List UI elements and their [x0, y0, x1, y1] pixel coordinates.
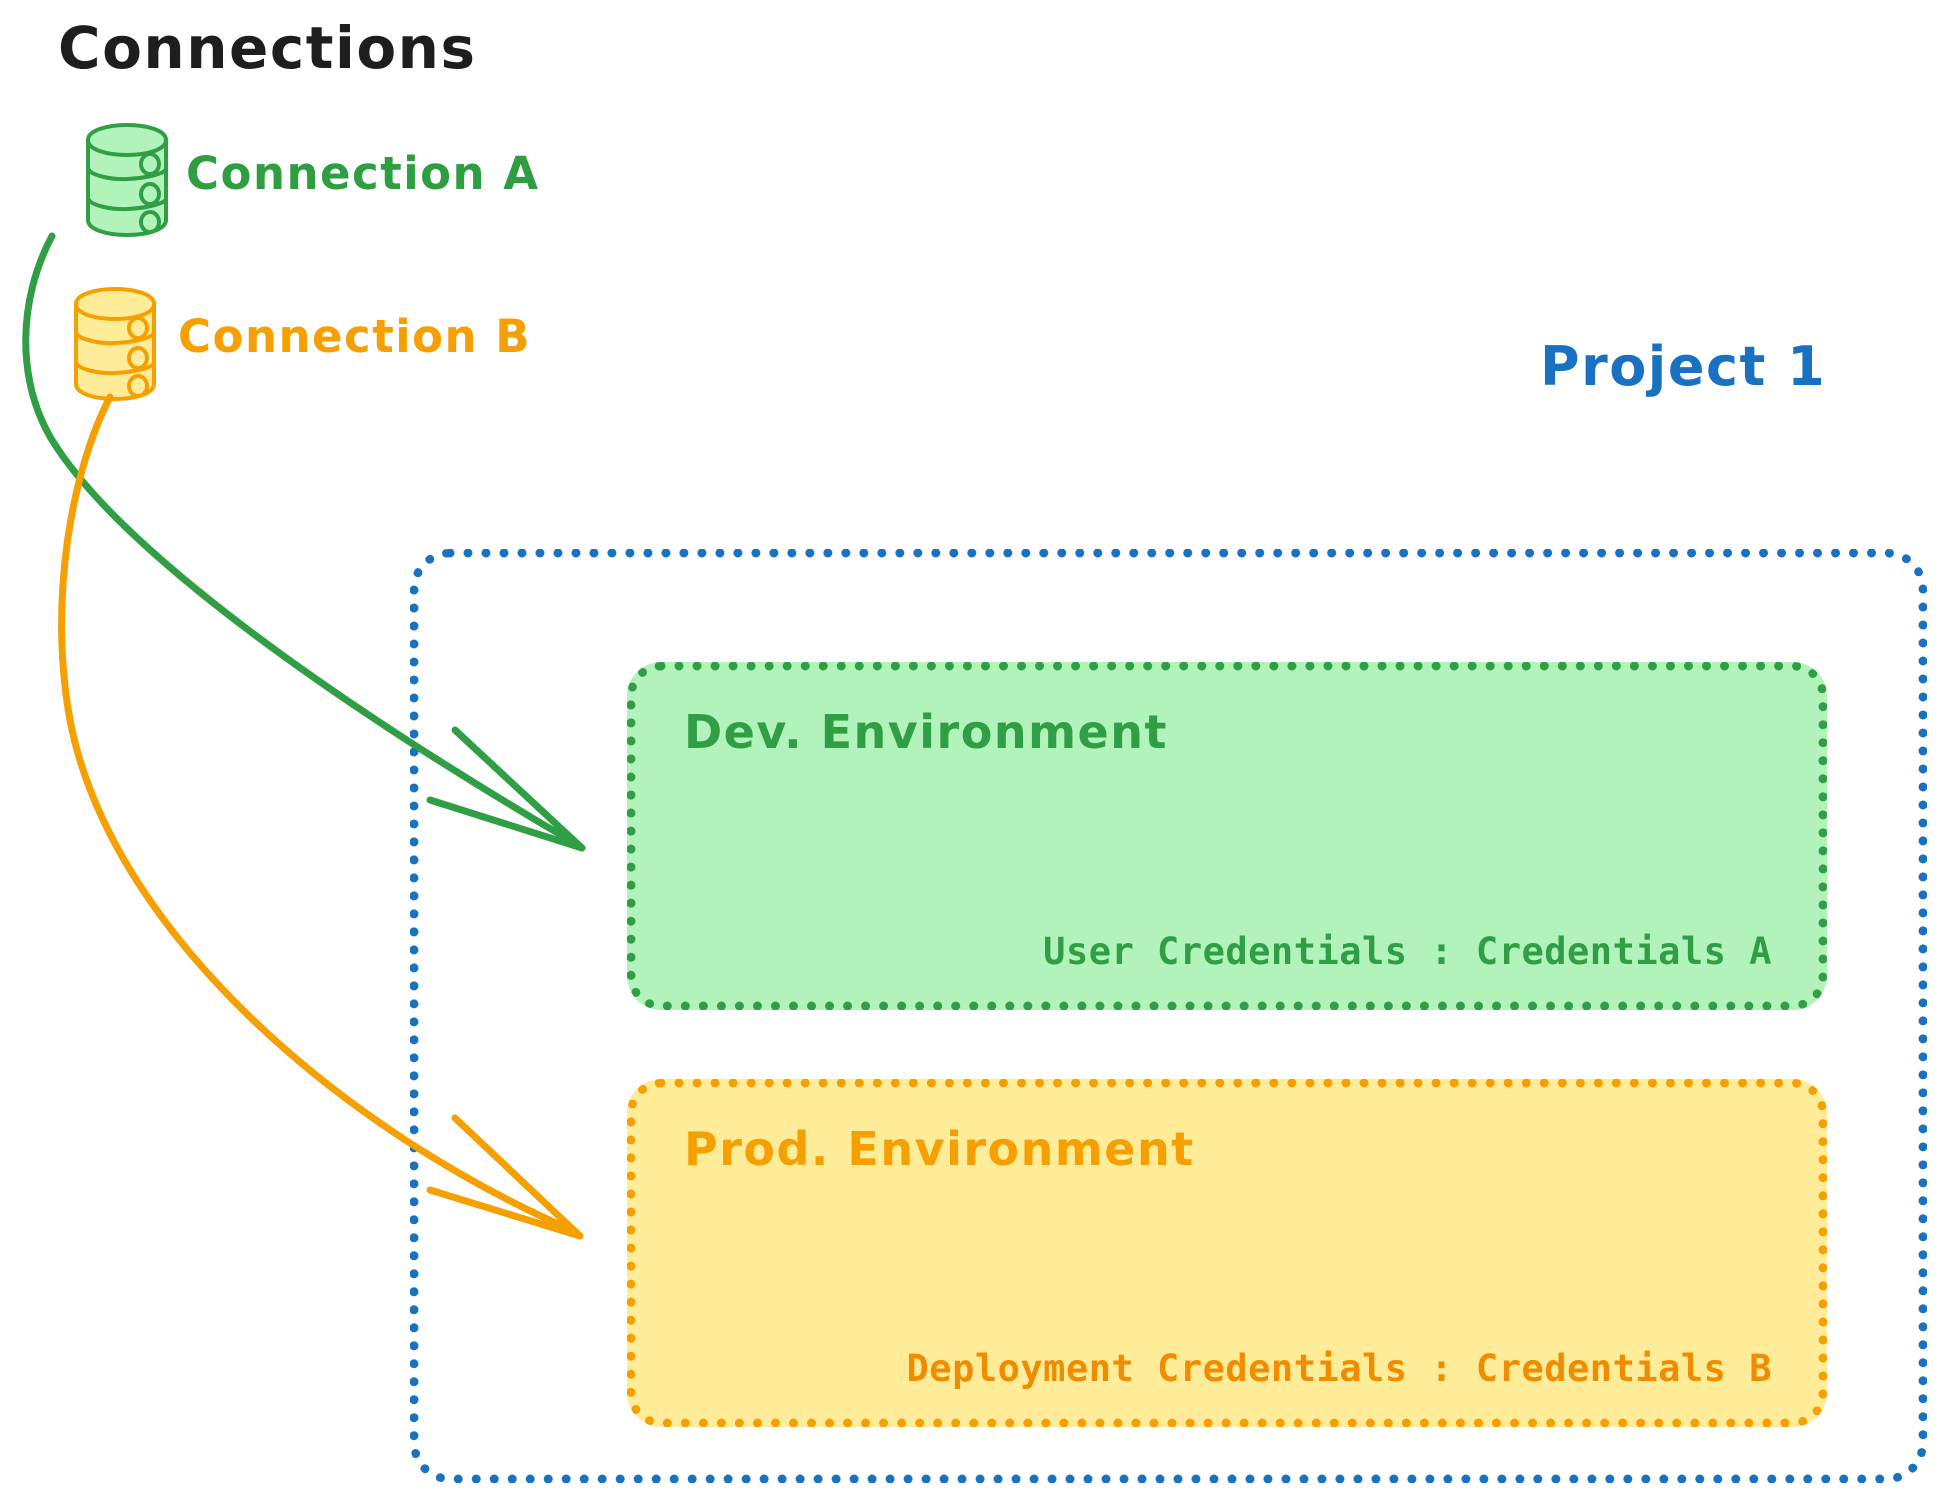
database-cylinder-icon-connection-a	[70, 112, 190, 242]
prod-environment-credentials: Deployment Credentials : Credentials B	[906, 1347, 1772, 1390]
project-title: Project 1	[1540, 335, 1827, 398]
project-container: Dev. Environment User Credentials : Cred…	[410, 549, 1927, 1483]
prod-environment-title: Prod. Environment	[684, 1122, 1195, 1176]
connection-a-label: Connection A	[186, 147, 540, 200]
dev-environment-credentials: User Credentials : Credentials A	[1043, 930, 1772, 973]
dev-environment-title: Dev. Environment	[684, 705, 1168, 759]
prod-environment-box[interactable]: Prod. Environment Deployment Credentials…	[627, 1079, 1827, 1427]
database-cylinder-icon-connection-b	[58, 276, 178, 406]
page-title: Connections	[58, 14, 477, 82]
dev-environment-box[interactable]: Dev. Environment User Credentials : Cred…	[627, 662, 1827, 1010]
connection-b-label: Connection B	[178, 310, 532, 363]
